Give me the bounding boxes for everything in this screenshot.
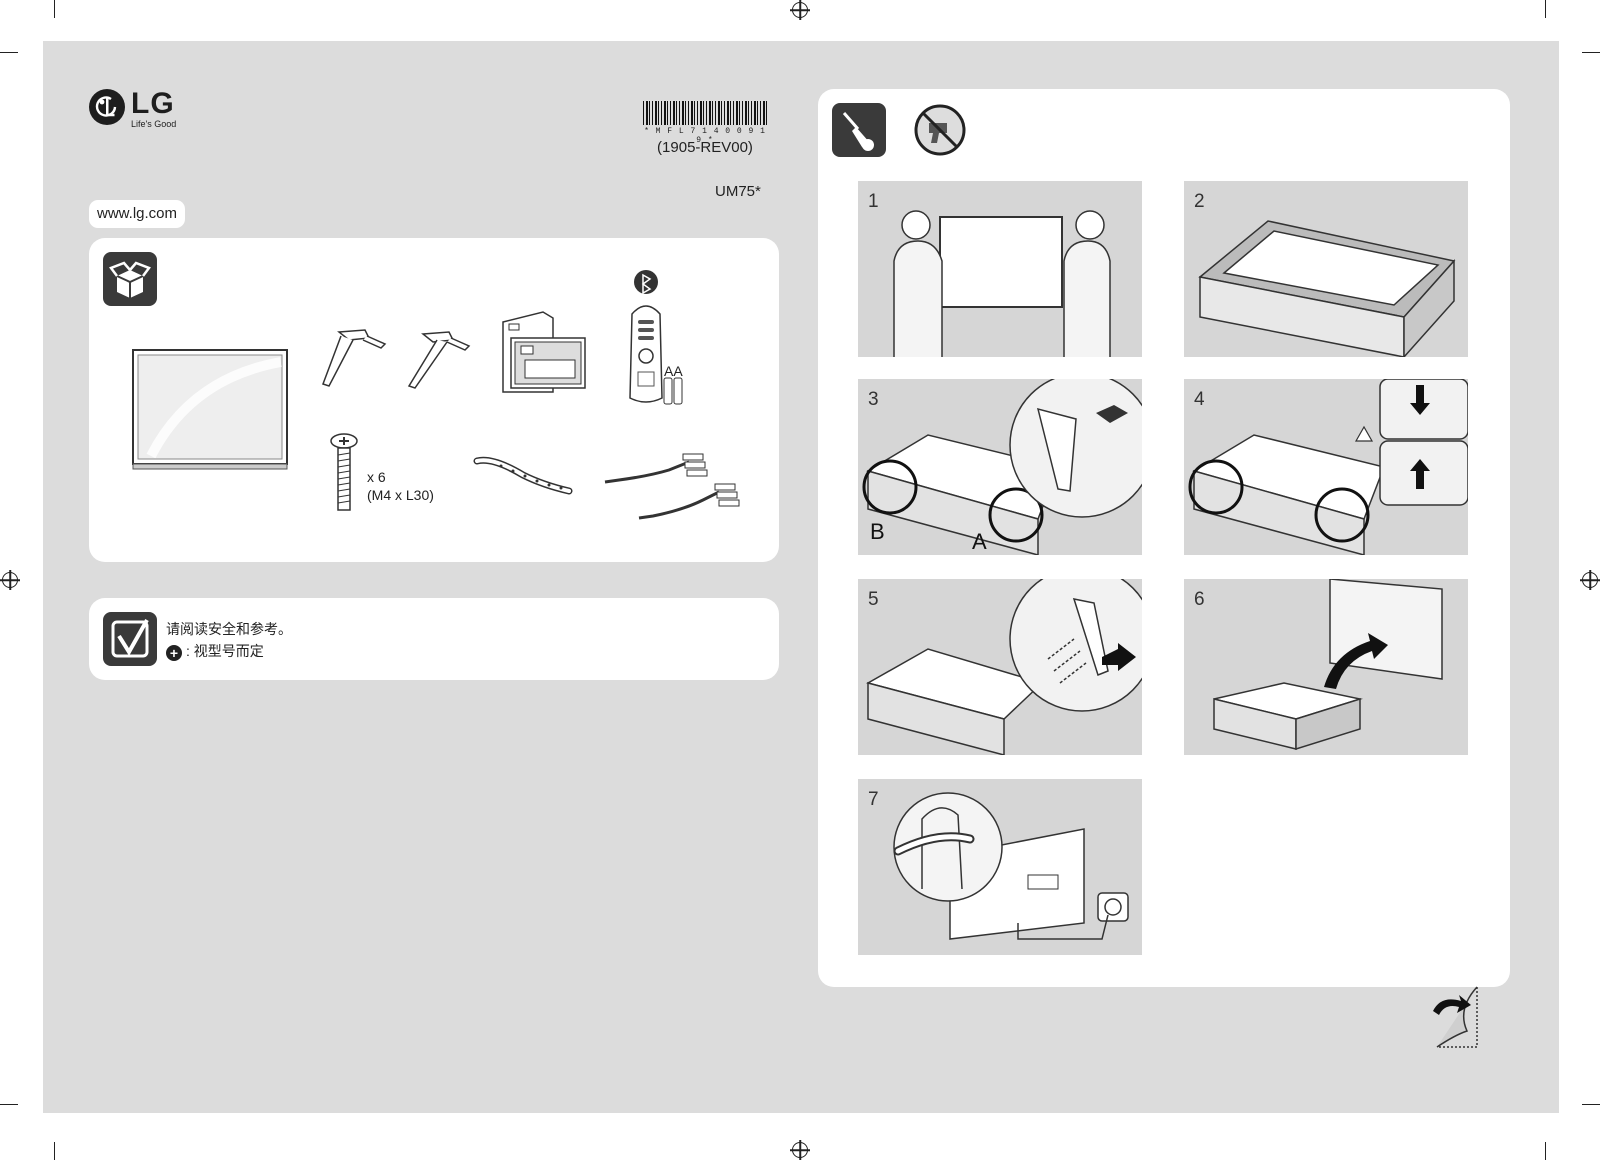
crop-mark (0, 52, 18, 53)
step-number: 7 (868, 789, 879, 810)
stand-leg-icon (322, 329, 387, 387)
step-panel-2: 2 (1184, 181, 1468, 357)
crop-mark (0, 1104, 18, 1105)
step-number: 1 (868, 191, 879, 212)
website-link[interactable]: www.lg.com (89, 200, 186, 228)
crop-mark (1545, 1142, 1546, 1160)
crop-mark (1582, 1104, 1600, 1105)
lg-face-icon (89, 89, 125, 125)
registration-mark-icon (792, 1142, 808, 1158)
cable-tie-icon (473, 456, 573, 495)
av-cable-icon (604, 453, 740, 520)
revision-code: (1905-REV00) (657, 139, 753, 156)
brand-name: LG (131, 87, 175, 120)
registration-mark-icon (1582, 572, 1598, 588)
stand-leg-icon (407, 331, 471, 389)
box-contents-card: AA x 6 (M4 x L30) (89, 238, 779, 562)
turn-page-icon (1433, 986, 1478, 1048)
label-a: A (972, 529, 987, 554)
assembly-steps-card: 1 2 3 (818, 89, 1510, 987)
screwdriver-icon (832, 103, 886, 157)
instruction-sheet: LG Life's Good * M F L 7 1 4 0 0 9 1 9 *… (43, 41, 1559, 1113)
crop-mark (1582, 52, 1600, 53)
step-panel-4: 4 (1184, 379, 1468, 555)
step-number: 6 (1194, 589, 1205, 610)
step-number: 5 (868, 589, 879, 610)
brand-tagline: Life's Good (131, 119, 177, 129)
checkmark-document-icon (103, 612, 157, 666)
safety-instruction: 请阅读安全和参考。 (166, 621, 292, 637)
model-note: +: 视型号而定 (166, 640, 292, 662)
no-power-drill-icon (914, 104, 966, 156)
crop-mark (54, 0, 55, 18)
screw-size: (M4 x L30) (367, 487, 434, 503)
barcode-number: * M F L 7 1 4 0 0 9 1 9 * (644, 127, 766, 145)
crop-mark (1545, 0, 1546, 18)
label-b: B (870, 519, 885, 544)
screw-count: x 6 (367, 469, 386, 485)
safety-note-card: 请阅读安全和参考。 +: 视型号而定 (89, 598, 779, 680)
step-number: 3 (868, 389, 879, 410)
lg-logo: LG Life's Good (89, 89, 176, 129)
registration-mark-icon (2, 572, 18, 588)
step-panel-6: 6 (1184, 579, 1468, 755)
barcode (643, 101, 767, 125)
model-note-text: : 视型号而定 (186, 643, 264, 659)
crop-mark (54, 1142, 55, 1160)
screw-icon (330, 433, 358, 511)
step-panel-3: 3 B A (858, 379, 1142, 555)
plus-icon: + (166, 645, 182, 661)
model-number: UM75* (715, 183, 761, 200)
step-panel-1: 1 (858, 181, 1142, 357)
manual-booklet-icon (502, 311, 586, 393)
open-box-icon (103, 252, 157, 306)
tv-icon (132, 349, 288, 470)
step-number: 2 (1194, 191, 1205, 212)
step-panel-7: 7 (858, 779, 1142, 955)
step-panel-5: 5 (858, 579, 1142, 755)
step-number: 4 (1194, 389, 1205, 410)
magic-remote-icon: AA (624, 268, 704, 408)
battery-label: AA (664, 363, 683, 379)
registration-mark-icon (792, 2, 808, 18)
